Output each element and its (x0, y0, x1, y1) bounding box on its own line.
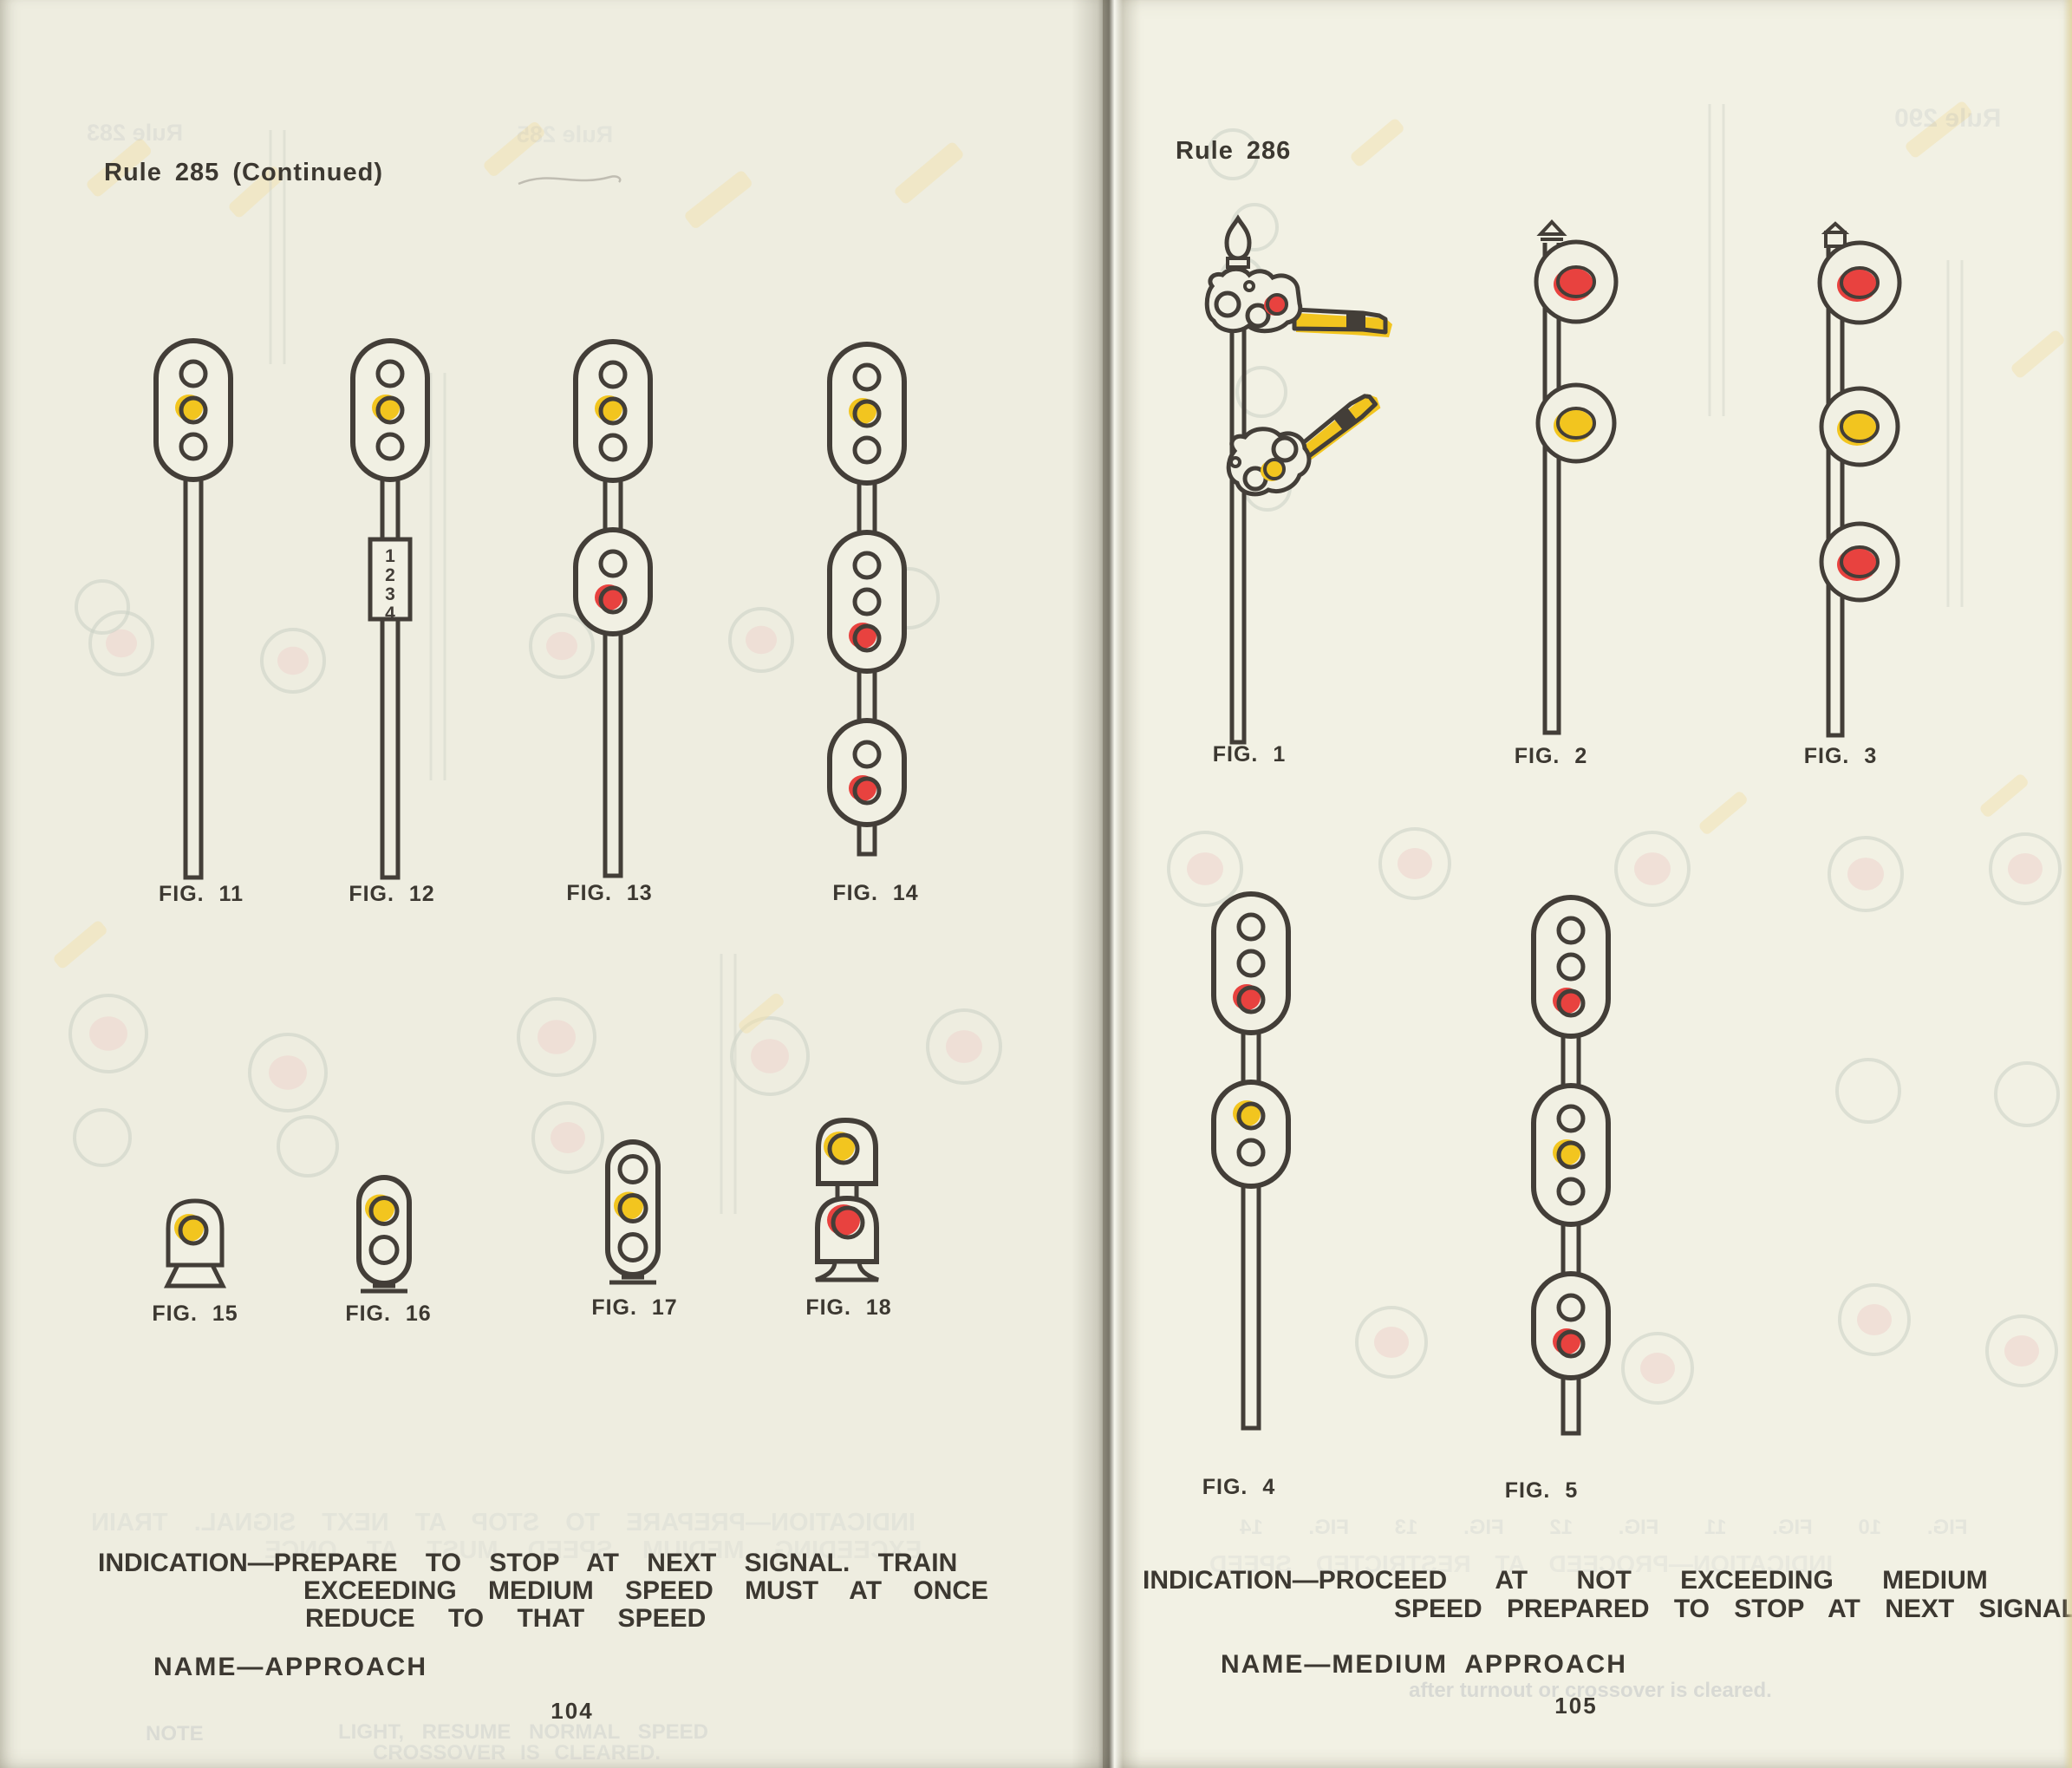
left-indication-line3: REDUCE TO THAT SPEED (305, 1604, 707, 1633)
fig2-caption: FIG. 2 (1514, 744, 1588, 768)
page-edge (2063, 0, 2072, 1768)
svg-text:1: 1 (385, 546, 395, 566)
figure-fig4 (1211, 891, 1291, 1431)
figure-fig15 (163, 1198, 227, 1288)
fig11-caption: FIG. 11 (159, 882, 244, 906)
figure-fig5 (1531, 895, 1611, 1436)
fig3-caption: FIG. 3 (1803, 744, 1878, 768)
fig17-caption: FIG. 17 (591, 1295, 678, 1320)
figure-fig14 (827, 342, 907, 857)
fig16-caption: FIG. 16 (345, 1302, 432, 1326)
left-page (0, 0, 1103, 1768)
left-page-header: Rule 285 (Continued) (104, 159, 384, 186)
svg-text:3: 3 (385, 584, 395, 604)
left-name-line: NAME—APPROACH (153, 1653, 428, 1681)
svg-text:4: 4 (385, 603, 395, 623)
bleed-through-text: NOTE (146, 1722, 204, 1745)
right-indication-line2: SPEED PREPARED TO STOP AT NEXT SIGNAL (1394, 1595, 2072, 1623)
right-name-line: NAME—MEDIUM APPROACH (1221, 1650, 1627, 1679)
figure-fig18 (815, 1117, 879, 1282)
fig1-caption: FIG. 1 (1212, 742, 1287, 767)
fig15-caption: FIG. 15 (152, 1302, 238, 1326)
figure-fig11 (153, 338, 233, 880)
fig4-caption: FIG. 4 (1202, 1475, 1276, 1499)
bleed-through-text: LIGHT, RESUME NORMAL SPEED (338, 1720, 708, 1744)
left-indication-line1: INDICATION—PREPARE TO STOP AT NEXT SIGNA… (98, 1549, 958, 1577)
left-indication-line2: EXCEEDING MEDIUM SPEED MUST AT ONCE (303, 1576, 989, 1605)
figure-fig3 (1817, 221, 1902, 738)
fig12-caption: FIG. 12 (349, 882, 435, 906)
left-page-number: 104 (551, 1698, 594, 1724)
fig5-caption: FIG. 5 (1504, 1478, 1579, 1503)
figure-fig13 (573, 339, 653, 878)
figure-fig2 (1534, 219, 1619, 735)
right-page-number: 105 (1554, 1693, 1598, 1719)
figure-fig1 (1204, 214, 1392, 745)
svg-text:2: 2 (385, 565, 395, 585)
fig18-caption: FIG. 18 (805, 1295, 892, 1320)
right-page-header: Rule 286 (1176, 137, 1292, 165)
bleed-through-text: CROSSOVER IS CLEARED. (373, 1741, 661, 1765)
figure-fig17 (605, 1139, 661, 1285)
right-indication-line1: INDICATION—PROCEED AT NOT EXCEEDING MEDI… (1143, 1566, 1988, 1595)
fig14-caption: FIG. 14 (832, 881, 919, 905)
bleed-through-text: after turnout or crossover is cleared. (1409, 1679, 1772, 1702)
fig13-caption: FIG. 13 (566, 881, 653, 905)
figure-fig16 (356, 1175, 412, 1294)
